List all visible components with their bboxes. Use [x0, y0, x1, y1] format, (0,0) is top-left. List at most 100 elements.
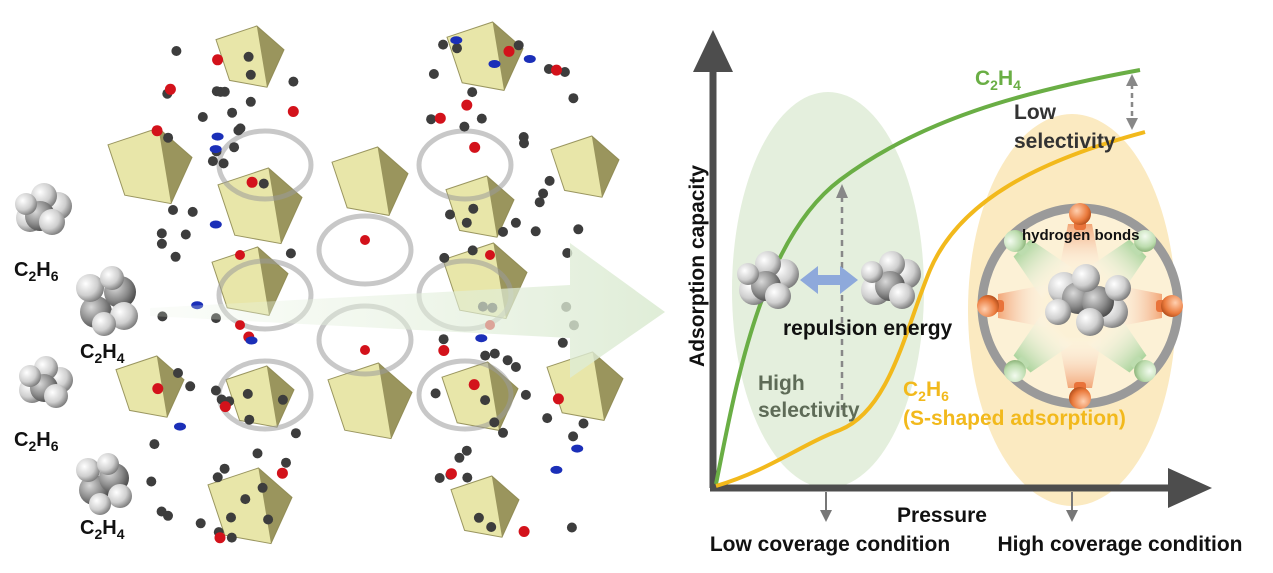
carbon-atom	[454, 452, 465, 463]
carbon-atom	[468, 203, 479, 214]
oxygen-atom	[214, 532, 226, 544]
oxygen-atom	[360, 235, 370, 245]
low-selectivity-line1: Low	[1014, 101, 1057, 124]
polyhedron-shade	[591, 136, 619, 198]
oxygen-atom	[468, 379, 480, 391]
ray-atom	[1134, 229, 1157, 252]
carbon-atom	[510, 217, 521, 228]
carbon-atom	[520, 389, 531, 400]
carbon-atom	[263, 514, 274, 525]
carbon-atom	[226, 512, 236, 523]
carbon-atom	[459, 121, 470, 132]
c2h6-s-shaped-note: (S-shaped adsorption)	[903, 407, 1126, 430]
high-coverage-tick-head	[1066, 510, 1078, 522]
nitrogen-atom	[174, 422, 186, 431]
carbon-atom	[156, 228, 167, 239]
oxygen-atom	[152, 383, 164, 395]
high-selectivity-line1: High	[758, 372, 805, 395]
low-coverage-zone	[732, 92, 924, 488]
linker-ring	[216, 358, 314, 432]
low-coverage-tick-head	[820, 510, 832, 522]
carbon-atom	[218, 158, 229, 169]
oxygen-atom	[551, 64, 562, 76]
linker-ring	[316, 213, 414, 287]
carbon-atom	[243, 51, 254, 62]
hydrogen-bond-ray	[1058, 336, 1102, 409]
c2h6-label-top: C2H6	[14, 259, 59, 284]
carbon-atom	[502, 355, 513, 366]
oxygen-atom	[235, 250, 245, 260]
carbon-atom	[530, 226, 541, 237]
oxygen-atom	[445, 468, 457, 480]
carbon-atom	[445, 209, 455, 220]
ray-beam	[1058, 224, 1102, 276]
polyhedron-shade	[493, 243, 527, 319]
c2h6-curve-label: C2H6	[903, 378, 949, 404]
repulsion-double-arrow	[800, 266, 858, 294]
carbon-atom	[434, 473, 445, 483]
low-selectivity-line2: selectivity	[1014, 130, 1116, 153]
carbon-atom	[439, 252, 450, 263]
oxygen-atom	[518, 526, 530, 537]
gap-arrowhead-bottom	[1126, 118, 1138, 130]
gap-arrowhead-top	[1126, 74, 1138, 86]
carbon-atom	[559, 67, 570, 77]
oxygen-atom	[461, 99, 473, 111]
carbon-atom	[428, 69, 439, 79]
carbon-atom	[473, 512, 484, 523]
carbon-atom	[245, 96, 256, 107]
carbon-atom	[476, 113, 487, 124]
nitrogen-atom	[550, 465, 563, 474]
carbon-atom	[146, 476, 157, 487]
carbon-atom	[245, 69, 256, 80]
oxygen-atom	[552, 393, 564, 405]
low-coverage-label: Low coverage condition	[710, 533, 950, 556]
carbon-atom	[489, 348, 500, 359]
ray-beam	[1013, 239, 1075, 301]
c2h6-label-low: C2H6	[14, 429, 59, 454]
c2h6-molecule-low	[19, 356, 73, 408]
c2h4-molecule-bottom	[76, 453, 132, 515]
high-selectivity-line2: selectivity	[758, 399, 860, 422]
x-axis-arrowhead	[1168, 468, 1212, 508]
ray-atom	[1069, 203, 1091, 225]
carbon-atom	[219, 463, 230, 474]
carbon-atom	[544, 175, 555, 186]
carbon-atom	[240, 494, 251, 505]
ray-beam	[1085, 311, 1147, 373]
hydrogen-bond-ray	[1058, 203, 1102, 276]
carbon-atom	[170, 251, 181, 262]
carbon-atom	[285, 248, 296, 259]
polyhedron-shade	[487, 362, 518, 431]
hydrogen-bond-pore	[977, 203, 1183, 409]
carbon-atom	[510, 362, 521, 372]
oxygen-atom	[219, 401, 231, 413]
carbon-atom	[187, 206, 198, 217]
x-axis-label: Pressure	[897, 504, 987, 527]
carbon-atom	[438, 39, 449, 50]
carbon-atom	[566, 522, 577, 533]
mof-framework-structure	[107, 21, 624, 545]
carbon-atom	[513, 40, 524, 51]
nitrogen-atom	[450, 36, 463, 45]
oxygen-atom	[212, 54, 224, 66]
carbon-atom	[163, 132, 174, 143]
carbon-atom	[568, 93, 579, 104]
y-axis-arrowhead	[693, 30, 733, 72]
carbon-atom	[242, 388, 253, 399]
carbon-atom	[557, 337, 568, 348]
ray-atom	[1069, 387, 1091, 409]
c2h6-isotherm-curve	[715, 130, 1146, 488]
carbon-atom	[212, 472, 223, 483]
carbon-atom	[573, 224, 584, 235]
polyhedron-shade	[377, 147, 408, 216]
ray-beam	[1058, 336, 1102, 388]
carbon-atom	[149, 439, 160, 450]
oxygen-atom	[235, 320, 245, 330]
carbon-atom	[258, 178, 269, 189]
carbon-atom	[467, 87, 478, 98]
oxygen-atom	[469, 141, 481, 153]
nitrogen-atom	[475, 334, 488, 343]
carbon-atom	[257, 482, 268, 493]
ray-atom	[1003, 360, 1026, 383]
